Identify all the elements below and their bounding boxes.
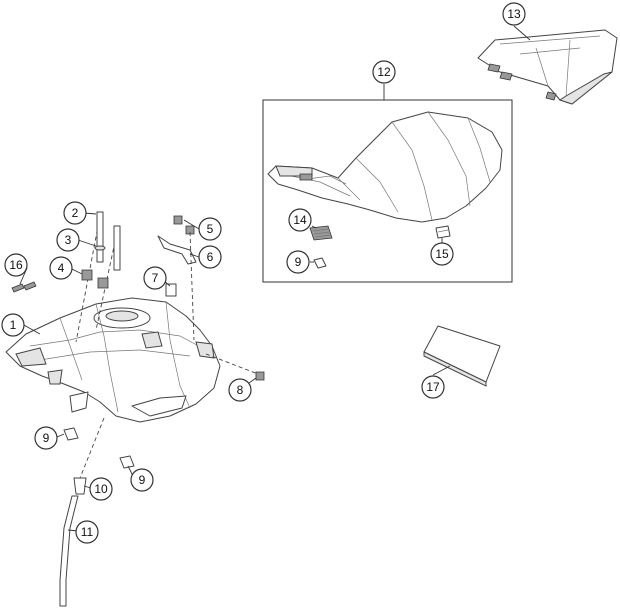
- svg-text:14: 14: [293, 213, 307, 227]
- callout-11: 11: [75, 520, 99, 544]
- callout-9-seat: 9: [286, 250, 310, 274]
- long-bolt: [205, 353, 265, 381]
- svg-text:13: 13: [507, 7, 521, 21]
- bracket-assembly: [157, 215, 197, 341]
- svg-text:12: 12: [377, 65, 391, 79]
- rubber-buffer-lower: [119, 455, 135, 469]
- callout-9-lower: 9: [130, 468, 154, 492]
- seat-group-frame: [262, 99, 513, 283]
- svg-text:9: 9: [43, 431, 50, 445]
- hose-and-fitting: [59, 417, 105, 607]
- callout-8: 8: [228, 378, 252, 402]
- callout-7: 7: [143, 266, 167, 290]
- svg-text:3: 3: [65, 233, 72, 247]
- foam-pad: [423, 325, 501, 387]
- svg-text:9: 9: [295, 255, 302, 269]
- main-seat: [267, 111, 503, 223]
- svg-text:9: 9: [139, 473, 146, 487]
- callout-12: 12: [372, 60, 396, 84]
- svg-text:17: 17: [426, 380, 440, 394]
- seat-clip: [435, 225, 451, 239]
- svg-text:8: 8: [237, 383, 244, 397]
- damper-pad: [309, 225, 333, 241]
- rubber-buffer-seat: [310, 257, 327, 269]
- callout-13: 13: [502, 2, 526, 26]
- callout-15: 15: [430, 242, 454, 266]
- svg-text:1: 1: [10, 318, 17, 332]
- callout-3: 3: [56, 228, 80, 252]
- callout-6: 6: [198, 245, 222, 269]
- svg-text:5: 5: [207, 222, 214, 236]
- svg-text:4: 4: [58, 261, 65, 275]
- svg-text:7: 7: [152, 271, 159, 285]
- callout-2: 2: [63, 201, 87, 225]
- svg-text:10: 10: [94, 482, 108, 496]
- svg-text:6: 6: [207, 250, 214, 264]
- callout-1: 1: [1, 313, 25, 337]
- svg-text:16: 16: [9, 258, 23, 272]
- svg-text:2: 2: [72, 206, 79, 220]
- rear-seat: [477, 29, 618, 105]
- svg-text:15: 15: [435, 247, 449, 261]
- svg-text:11: 11: [81, 525, 94, 539]
- callout-4: 4: [49, 256, 73, 280]
- rubber-buffer-left: [63, 427, 79, 441]
- screw-item-7: [165, 283, 177, 297]
- pin-pair: [11, 281, 37, 293]
- callout-5: 5: [198, 217, 222, 241]
- callout-9-left: 9: [34, 426, 58, 450]
- callout-10: 10: [89, 477, 113, 501]
- callout-17: 17: [421, 375, 445, 399]
- callout-16: 16: [4, 253, 28, 277]
- callout-14: 14: [288, 208, 312, 232]
- screw-set: [75, 211, 121, 343]
- fuel-tank: [5, 297, 221, 423]
